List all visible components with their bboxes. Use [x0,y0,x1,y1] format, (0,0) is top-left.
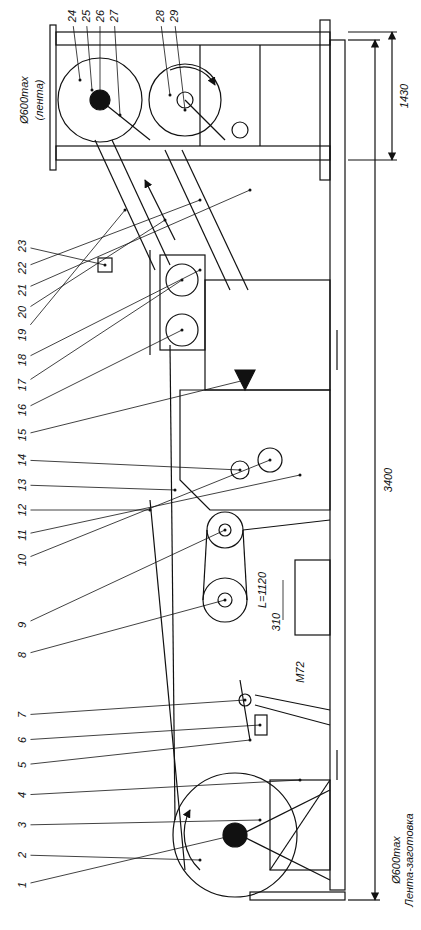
callout-number: 4 [17,791,28,799]
dimension-text: 310 [271,612,282,632]
callout-number: 29 [169,9,180,23]
leader-line [31,485,176,490]
leader-dot [124,209,127,212]
leader-line [73,26,80,80]
callout-number: 3 [17,821,28,829]
leader-line [31,600,226,653]
leader-line [31,220,166,307]
leader-dot [199,859,202,862]
leader-dot [249,189,252,192]
leader-line [31,780,301,795]
leader-dot [91,89,94,92]
callout-number: 27 [109,9,120,23]
callout-number: 16 [17,403,28,417]
leader-dot [181,279,184,282]
callout-number: 19 [17,328,28,342]
leader-dot [199,269,202,272]
leader-line [87,26,92,90]
dimension-text: 1430 [399,83,410,109]
leader-dot [299,474,302,477]
callout-number: 9 [17,621,28,629]
leader-line [31,820,261,825]
callout-number: 20 [17,305,28,319]
callout-number: 8 [17,651,28,659]
leader-line [31,330,183,406]
dimension-text: 3400 [383,467,394,493]
dimension-text: Ø600max [391,835,402,885]
callout-number: 15 [17,428,28,442]
callout-number: 11 [17,528,28,541]
leader-line [31,700,246,714]
leader-line [31,280,183,379]
dimension-text: Ø600max [19,75,30,125]
leader-dot [181,329,184,332]
callout-number: 13 [17,478,28,492]
leader-dot [269,459,272,462]
callout-number: 17 [17,378,28,392]
leader-dot [199,199,202,202]
callout-number: 2 [17,851,28,859]
leader-line [31,530,226,621]
leader-line [31,510,151,511]
callout-number: 28 [155,9,166,23]
leader-line [31,248,106,265]
dimension-text: L=1120 [257,571,268,609]
callout-number: 21 [17,283,28,297]
callout-number: 26 [95,9,106,23]
note-text: Лента-заготовка [404,812,415,907]
leader-line [31,725,261,739]
leader-line [31,855,201,860]
machine-outline [50,20,397,900]
leader-line [100,26,101,100]
leader-line [161,26,170,95]
leader-line [31,270,201,356]
leader-dot [224,529,227,532]
callout-number: 12 [17,503,28,517]
leader-line [30,210,125,325]
leader-dot [79,79,82,82]
leader-dot [184,109,187,112]
leader-dot [169,94,172,97]
leader-line [31,380,246,433]
leader-dot [259,819,262,822]
callout-number: 23 [17,239,28,253]
callout-number: 25 [81,9,92,23]
callout-number: 18 [17,353,28,367]
leader-dot [104,264,107,267]
callout-number: 6 [17,736,28,744]
leader-lines [30,26,301,883]
callout-number: 1 [17,881,28,889]
callout-number: 24 [67,9,78,23]
note-text: (лента) [34,79,45,122]
leader-line [31,740,251,764]
leader-dot [174,489,177,492]
leader-line [31,460,241,470]
callout-number: 7 [17,711,28,719]
leader-dot [259,724,262,727]
callout-number: 22 [17,261,28,275]
leader-line [115,26,120,115]
leader-line [31,475,301,533]
leader-line [31,835,236,883]
callout-number: 10 [17,553,28,567]
leader-dot [224,599,227,602]
thread-size: М72 [295,660,306,683]
callout-number: 14 [17,453,28,467]
leader-dot [239,469,242,472]
callout-number: 5 [17,761,28,769]
